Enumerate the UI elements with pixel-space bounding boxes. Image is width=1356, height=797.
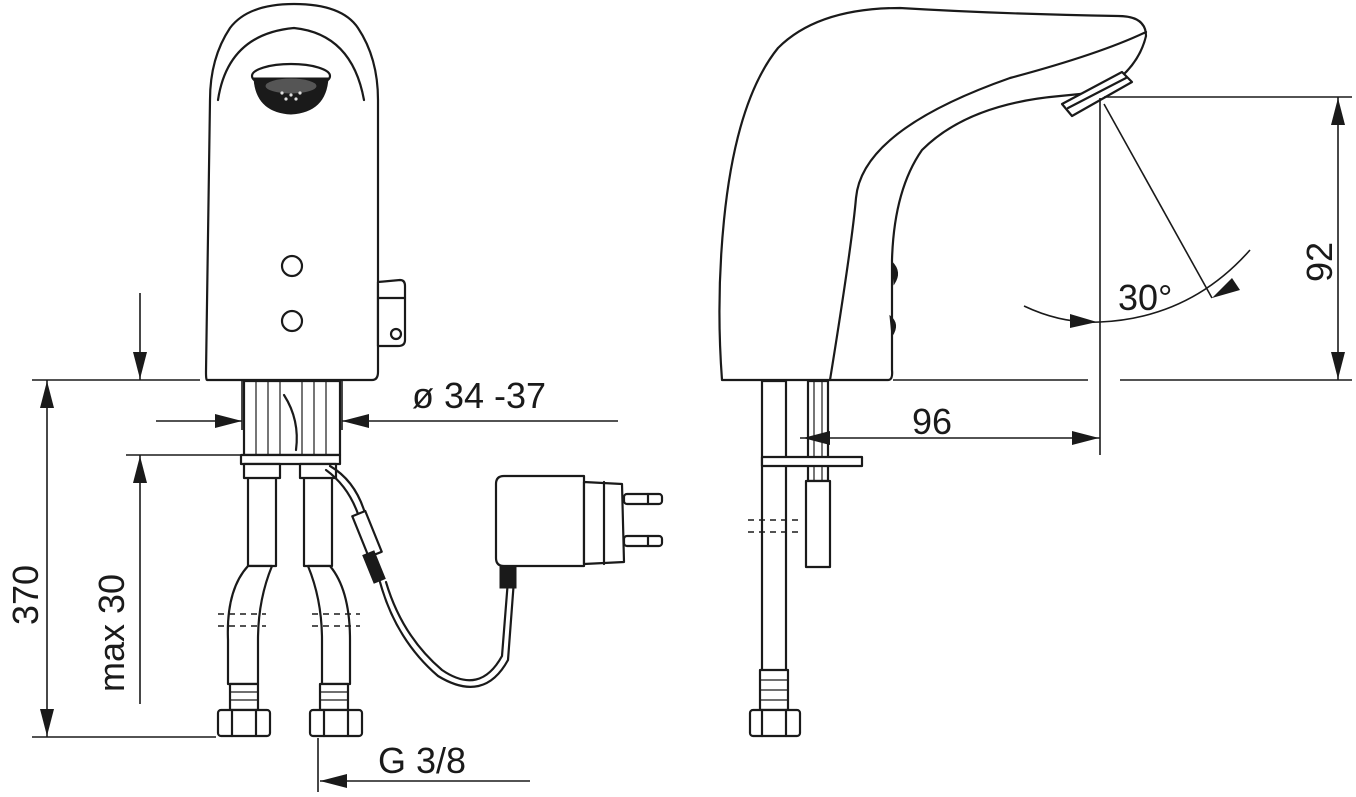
sensor-window-lower: [280, 309, 304, 333]
dim-96-label: 96: [912, 401, 952, 442]
side-sensor-bump: [891, 260, 898, 286]
side-spout-body: [718, 6, 1148, 382]
side-view: [718, 6, 1148, 738]
side-button-icon: [376, 278, 407, 348]
left-flex-hose: [216, 462, 282, 738]
front-mounting-studs: [242, 379, 342, 457]
side-mounting-parts: [748, 379, 864, 738]
sensor-window-upper: [280, 254, 304, 278]
side-spout-contour: [828, 30, 1148, 382]
right-flex-hose: [298, 462, 364, 738]
dim-max30-label: max 30: [91, 574, 132, 692]
dim-thread-label: G 3/8: [378, 740, 466, 781]
front-view: [204, 2, 664, 738]
front-dimensions: 370 max 30 ø 34 -37 G 3/8: [5, 293, 618, 792]
side-dimensions: 96 92 30°: [800, 96, 1352, 455]
dim-diameter-label: ø 34 -37: [412, 375, 546, 416]
spout-outlet-icon: [1060, 70, 1134, 118]
front-body-contour: [216, 26, 366, 102]
aerator-icon: [250, 62, 332, 115]
front-mounting-plate: [239, 453, 342, 466]
dim-30deg-label: 30°: [1118, 277, 1172, 318]
dim-370-label: 370: [5, 565, 46, 625]
power-adapter-icon: [324, 464, 664, 688]
dim-92-label: 92: [1299, 242, 1340, 282]
